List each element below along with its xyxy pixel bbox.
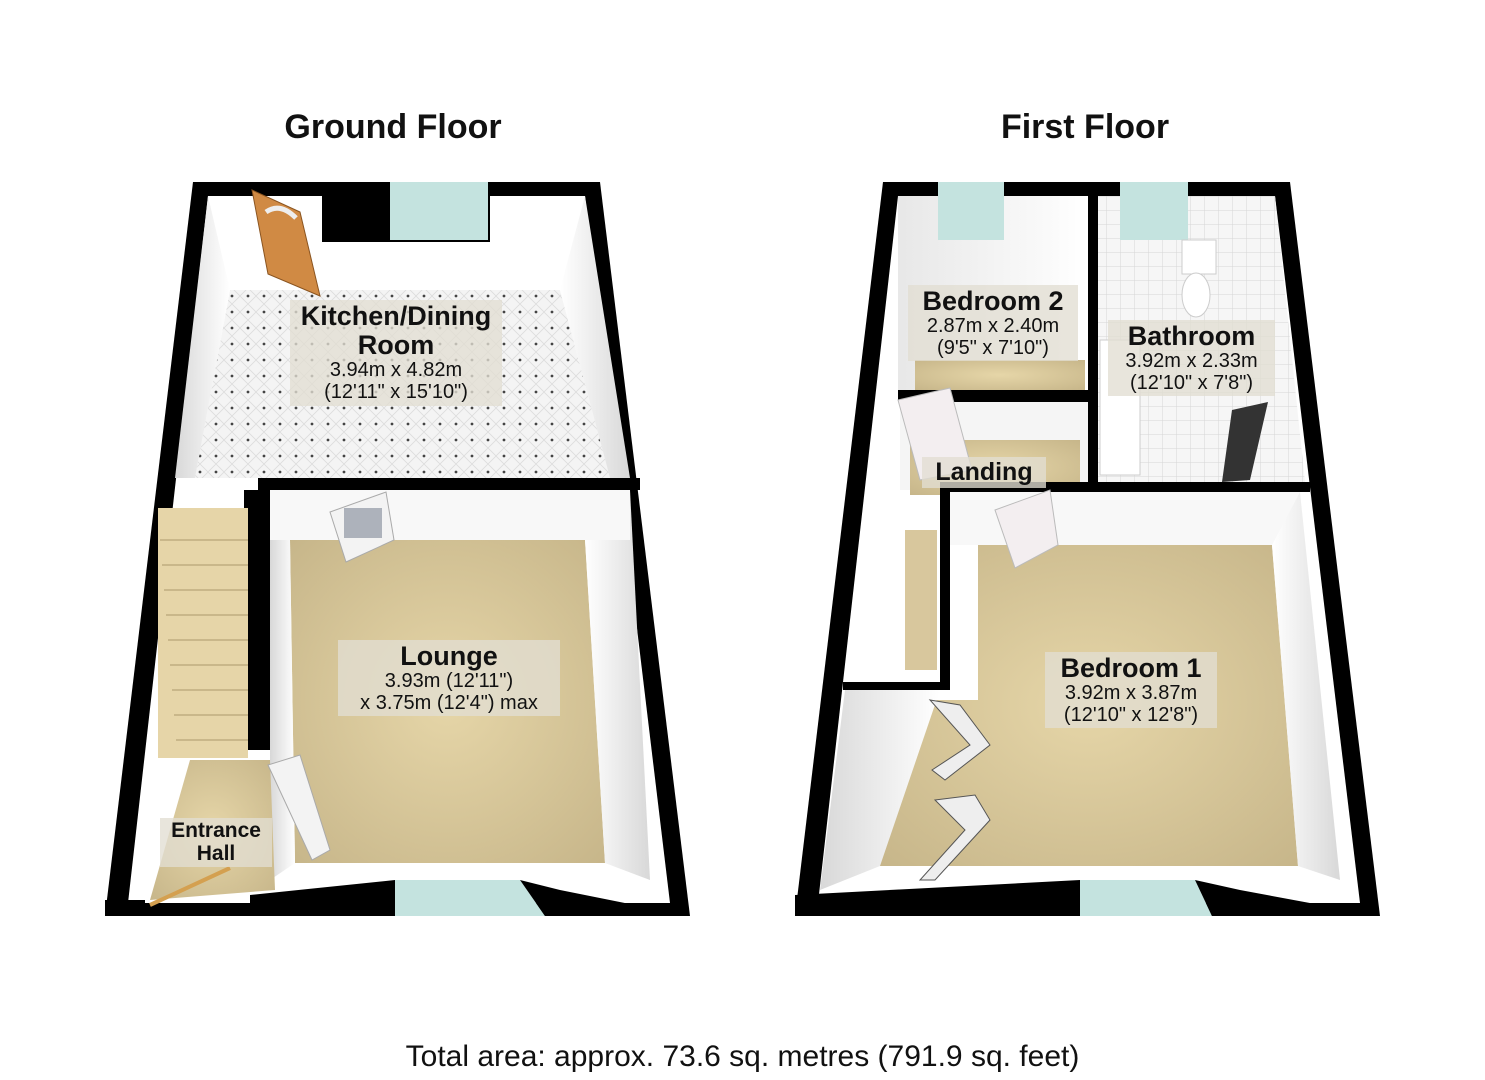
bathroom-door-dark: [1222, 402, 1268, 482]
toilet-icon: [1181, 239, 1217, 318]
room-label-kitchen: Kitchen/Dining Room 3.94m x 4.82m (12'11…: [290, 300, 502, 406]
ground-floor-plan: [105, 182, 690, 916]
room-label-bedroom-2: Bedroom 2 2.87m x 2.40m (9'5" x 7'10"): [908, 285, 1078, 362]
lounge-window: [395, 880, 545, 916]
room-label-bathroom: Bathroom 3.92m x 2.33m (12'10" x 7'8"): [1108, 320, 1275, 397]
room-label-entrance-hall: Entrance Hall: [160, 818, 272, 868]
kitchen-window: [390, 182, 488, 240]
bedroom2-floor: [915, 360, 1085, 390]
kitchen-door: [251, 189, 321, 297]
bedroom1-door: [994, 489, 1059, 569]
first-floor-title: First Floor: [1000, 108, 1170, 146]
hall-lounge-door: [267, 754, 331, 861]
staircase-upper: [905, 530, 937, 670]
bedroom1-window: [1080, 880, 1212, 916]
front-door: [149, 866, 231, 907]
room-label-landing: Landing: [922, 457, 1046, 488]
ground-floor-title: Ground Floor: [284, 108, 502, 146]
bathroom-window: [1120, 182, 1188, 240]
room-label-lounge: Lounge 3.93m (12'11") x 3.75m (12'4") ma…: [338, 640, 560, 717]
room-label-bedroom-1: Bedroom 1 3.92m x 3.87m (12'10" x 12'8"): [1045, 652, 1217, 729]
wardrobe-doors: [918, 699, 991, 881]
total-area: Total area: approx. 73.6 sq. metres (791…: [405, 1040, 1080, 1073]
floor-plans: [105, 182, 1380, 916]
staircase: [158, 508, 248, 758]
bedroom2-window: [938, 182, 1004, 240]
first-floor-plan: [795, 182, 1380, 916]
